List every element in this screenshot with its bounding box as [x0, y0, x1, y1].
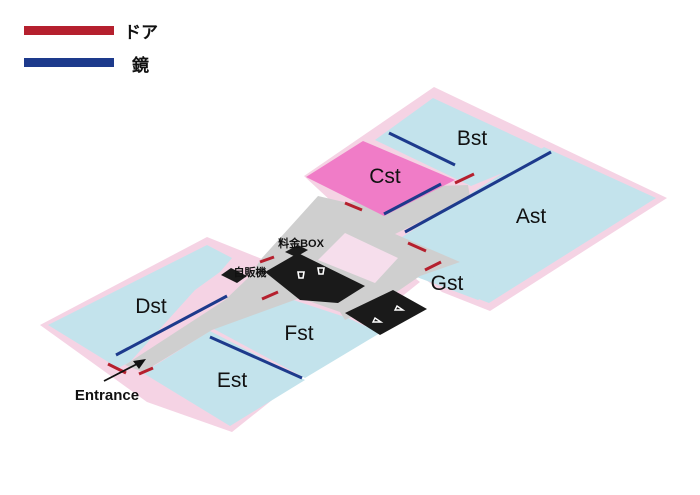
room-label-gst: Gst [431, 272, 464, 295]
room-label-ast: Ast [516, 205, 547, 228]
room-label-cst: Cst [369, 165, 401, 188]
room-label-est: Est [217, 369, 248, 392]
locker-box [285, 245, 308, 257]
restroom-block-1 [265, 253, 365, 303]
legend-mirror-swatch [24, 58, 114, 67]
door-lines [107, 172, 475, 376]
room-bst[interactable] [375, 98, 551, 186]
restroom-block-2 [345, 290, 427, 335]
vending-machine-label: 自販機 [234, 265, 267, 279]
hanger-icon [371, 304, 406, 323]
toilet-icon [297, 267, 325, 279]
room-label-dst: Dst [135, 295, 167, 318]
entrance-arrow [103, 359, 146, 382]
locker-box-label: 料金BOX [278, 236, 324, 250]
vending-machine [221, 268, 247, 283]
entrance-label: Entrance [75, 387, 139, 404]
legend-door-swatch [24, 26, 114, 35]
room-dst[interactable] [48, 245, 232, 368]
room-label-fst: Fst [284, 322, 313, 345]
room-ast[interactable] [399, 147, 656, 303]
room-est[interactable] [143, 331, 305, 426]
legend-mirror-label: 鏡 [132, 56, 149, 75]
lounge-area [318, 233, 398, 283]
mirror-lines [115, 131, 552, 380]
room-label-bst: Bst [457, 127, 488, 150]
legend-door-label: ドア [124, 23, 158, 42]
